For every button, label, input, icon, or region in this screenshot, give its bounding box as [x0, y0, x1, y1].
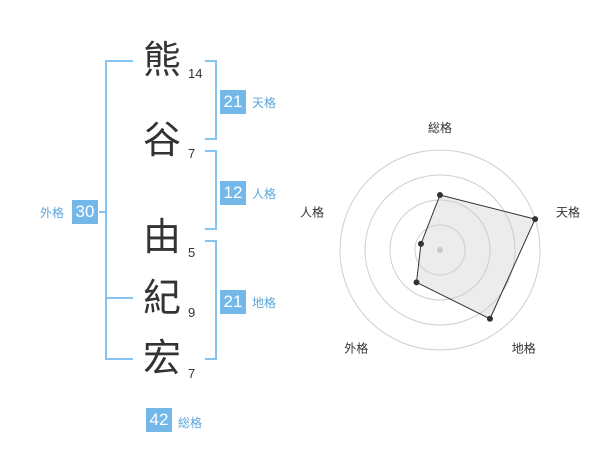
chikaku-bracket — [205, 240, 217, 360]
gaikaku-badge: 30 — [72, 200, 98, 224]
jinkaku-label: 人格 — [252, 187, 277, 201]
radar-center — [437, 247, 443, 253]
gaikaku-label: 外格 — [40, 206, 65, 220]
radar-ring-4 — [339, 149, 541, 351]
radar-axis-label-2: 天格 — [556, 204, 580, 219]
radar-axis-label-3: 地格 — [512, 341, 536, 356]
radar-axis-label-1: 総格 — [428, 120, 452, 135]
soukaku-badge: 42 — [146, 408, 172, 432]
tenkaku-badge: 21 — [220, 90, 246, 114]
name-char-2: 谷 — [142, 118, 181, 162]
stroke-count-3: 5 — [188, 245, 196, 260]
jinkaku-bracket — [205, 150, 217, 230]
stroke-count-1: 14 — [188, 66, 203, 81]
name-char-5: 宏 — [142, 336, 181, 380]
soukaku-label: 総格 — [178, 416, 203, 430]
radar-area — [415, 194, 536, 320]
jinkaku-badge: 12 — [220, 181, 246, 205]
tenkaku-label: 天格 — [252, 96, 277, 110]
radar-axis-label-5: 人格 — [300, 204, 324, 219]
stroke-count-5: 7 — [188, 366, 196, 381]
radar-ring-3 — [364, 174, 516, 326]
name-char-4: 紀 — [142, 276, 181, 320]
chikaku-label: 地格 — [252, 296, 277, 310]
radar-ring-1 — [414, 224, 466, 276]
gaikaku-connector — [99, 211, 107, 213]
tenkaku-bracket — [205, 60, 217, 140]
name-char-1: 熊 — [142, 38, 181, 82]
name-char-3: 由 — [142, 215, 181, 259]
stroke-count-4: 9 — [188, 305, 196, 320]
radar-point-2 — [532, 216, 539, 223]
radar-ring-2 — [389, 199, 491, 301]
stroke-count-2: 7 — [188, 146, 196, 161]
radar-axis-label-4: 外格 — [344, 341, 368, 356]
radar-point-3 — [486, 315, 493, 322]
radar-point-5 — [417, 240, 424, 247]
gaikaku-bracket-divider — [105, 297, 133, 299]
chikaku-badge: 21 — [220, 290, 246, 314]
radar-point-1 — [437, 192, 443, 198]
radar-point-4 — [413, 279, 420, 286]
gaikaku-bracket — [105, 60, 133, 360]
